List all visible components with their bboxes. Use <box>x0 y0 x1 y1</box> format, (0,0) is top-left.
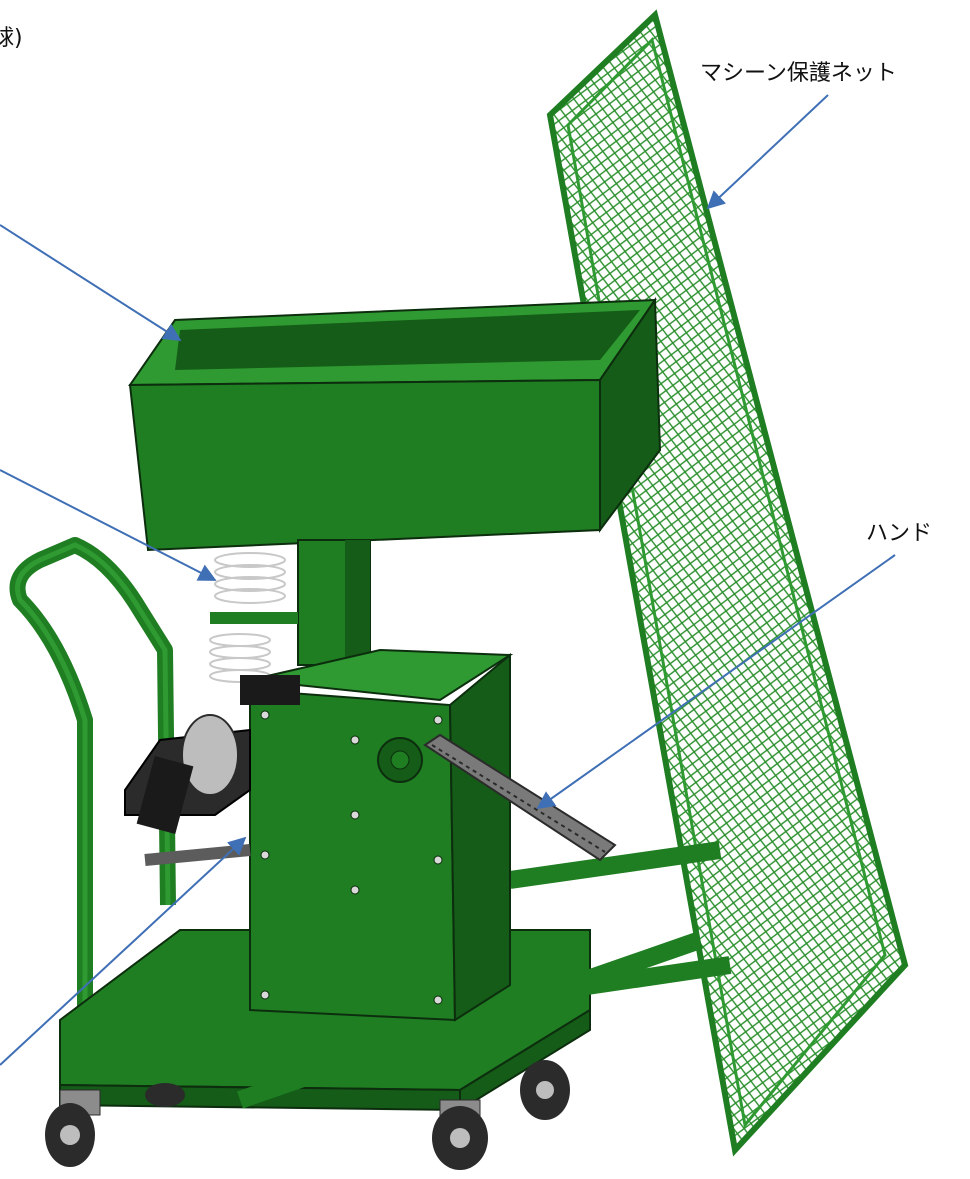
arrow-net <box>706 94 829 210</box>
label-hand: ハンド <box>866 521 933 546</box>
arrow-spring <box>0 469 217 581</box>
push-handle <box>9 537 176 1050</box>
arrow-motor <box>0 836 247 1066</box>
ball-hopper <box>128 296 662 552</box>
arrow-hand <box>536 554 896 810</box>
motor-assembly <box>124 675 300 834</box>
label-top-left-fragment: 球) <box>0 26 23 51</box>
callout-arrows <box>0 94 896 1066</box>
support-tubes <box>237 841 732 1109</box>
feed-column <box>297 539 371 666</box>
label-machine-net: マシーン保護ネット <box>700 61 897 86</box>
throwing-hand <box>423 733 617 862</box>
machine-body <box>249 648 514 1022</box>
arrow-hopper <box>0 224 182 341</box>
caster-wheels <box>45 1060 570 1170</box>
